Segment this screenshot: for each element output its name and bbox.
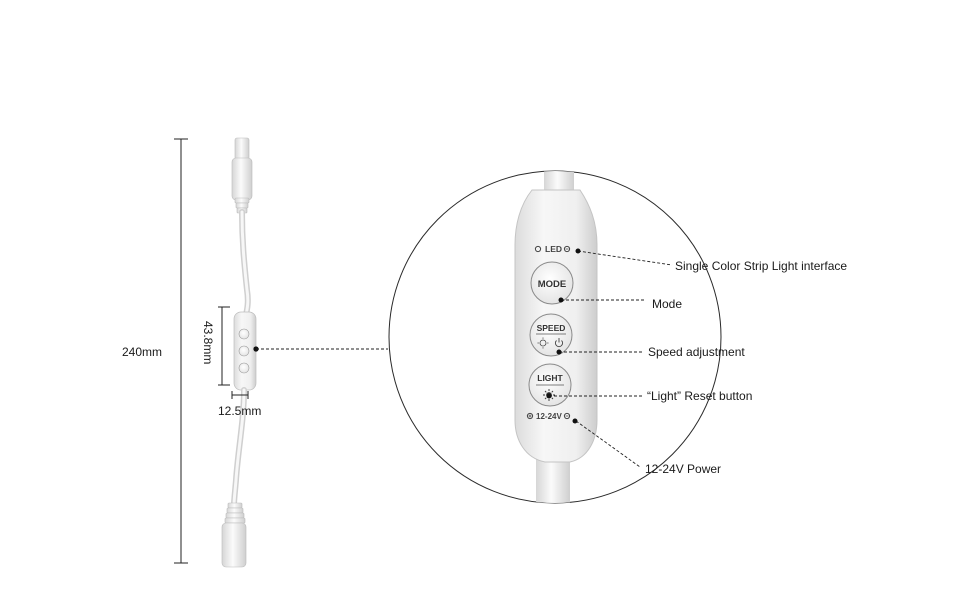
callout-dots: [546, 248, 581, 424]
magnified-view: LED MODE SPEED: [388, 170, 722, 504]
light-reset-callout: “Light” Reset button: [647, 389, 753, 403]
power-marking: 12-24V: [526, 412, 571, 421]
led-marking: LED: [534, 244, 571, 254]
speed-button-label: SPEED: [537, 323, 566, 333]
power-callout: 12-24V Power: [645, 462, 722, 476]
power-icon: [554, 338, 564, 348]
speed-callout: Speed adjustment: [648, 345, 745, 359]
mode-button-label: MODE: [538, 279, 567, 290]
controller-width-label: 12.5mm: [218, 404, 262, 418]
light-button-label: LIGHT: [537, 373, 563, 383]
speed-button[interactable]: SPEED: [529, 313, 573, 357]
light-button[interactable]: LIGHT: [528, 363, 572, 407]
led-interface-callout: Single Color Strip Light interface: [675, 259, 848, 273]
led-marking-text: LED: [545, 244, 562, 254]
brightness-icon: [537, 337, 549, 349]
product-thumbnail: [221, 137, 257, 568]
mode-button[interactable]: MODE: [530, 261, 574, 305]
total-length-label: 240mm: [122, 345, 163, 359]
controller-height-dimension: [218, 306, 230, 386]
length-dimension-line: [174, 138, 188, 564]
power-marking-text: 12-24V: [536, 412, 562, 421]
controller-width-dimension: [231, 391, 249, 399]
controller-length-label: 43.8mm: [201, 321, 215, 365]
zoom-leader-line: [253, 346, 388, 352]
callout-leaders: [549, 250, 673, 468]
mode-callout: Mode: [652, 297, 683, 311]
